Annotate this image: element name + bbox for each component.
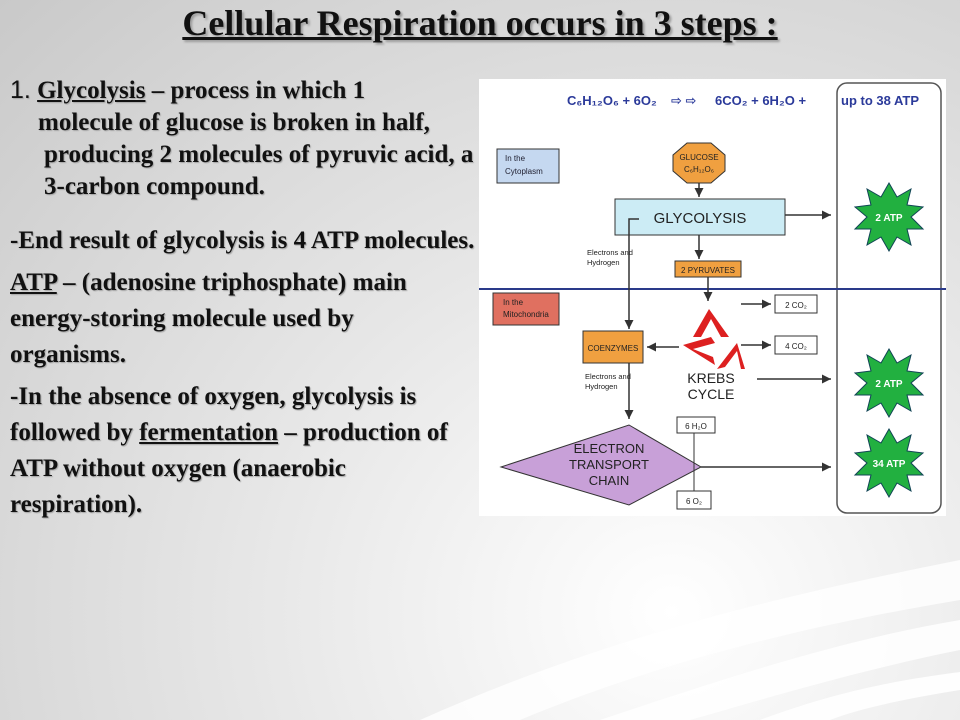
co2-label-a: 2 CO₂ (785, 301, 807, 310)
mitochondria-label-2: Mitochondria (503, 310, 549, 319)
absence-lead: -In the absence of oxygen, glycolysis is… (10, 383, 417, 446)
slide-title: Cellular Respiration occurs in 3 steps : (182, 3, 778, 43)
electrons-hydrogen-1b: Hydrogen (587, 258, 620, 267)
glucose-label: GLUCOSE (679, 153, 718, 162)
co2-label-b: 4 CO₂ (785, 342, 807, 351)
mitochondria-label-box (492, 292, 560, 326)
co2-box-a (774, 294, 818, 314)
cytoplasm-label-2: Cytoplasm (505, 167, 543, 176)
atp-definition: – (adenosine triphosphate) main energy-s… (10, 269, 407, 368)
co2-box-b (774, 335, 818, 355)
atp-column-box (836, 82, 942, 514)
glycolysis-box (614, 198, 786, 236)
glycolysis-term: Glycolysis (37, 77, 146, 104)
coenzymes-label: COENZYMES (588, 344, 639, 353)
respiration-diagram: C₆H₁₂O₆ + 6O₂ ⇨ ⇨ 6CO₂ + 6H₂O + up to 38… (479, 79, 946, 516)
atp-paragraph: ATP – (adenosine triphosphate) main ener… (10, 265, 475, 373)
h2o-box (676, 416, 716, 434)
atp-burst-2 (853, 347, 925, 419)
glycolysis-label: GLYCOLYSIS (654, 210, 747, 227)
o2-label: 6 O₂ (686, 497, 702, 506)
equation-right: 6CO₂ + 6H₂O + (715, 93, 806, 108)
fermentation-definition: – production of ATP without oxygen (anae… (10, 419, 448, 518)
glycolysis-body: molecule of glucose is broken in half, p… (38, 109, 474, 200)
equation-atp: up to 38 ATP (841, 93, 919, 108)
recycle-icon (683, 309, 745, 369)
atp-2-label: 2 ATP (875, 379, 903, 390)
electrons-hydrogen-2b: Hydrogen (585, 382, 618, 391)
etc-label-3: CHAIN (589, 473, 629, 488)
glycolysis-paragraph: 1. Glycolysis – process in which 1 molec… (10, 74, 475, 203)
cytoplasm-label-1: In the (505, 154, 526, 163)
electrons-hydrogen-1a: Electrons and (587, 248, 633, 257)
coenzymes-box (582, 330, 644, 364)
krebs-label-2: CYCLE (688, 386, 735, 402)
electrons-hydrogen-2a: Electrons and (585, 372, 631, 381)
text-column: 1. Glycolysis – process in which 1 molec… (10, 74, 475, 523)
glucose-shape (672, 142, 726, 184)
atp-burst-3 (853, 427, 925, 499)
equation-arrows: ⇨ ⇨ (671, 93, 697, 108)
mitochondria-label-1: In the (503, 298, 524, 307)
glucose-formula: C₆H₁₂O₆ (684, 165, 714, 174)
etc-label-2: TRANSPORT (569, 457, 649, 472)
cytoplasm-label-box (496, 148, 560, 184)
end-result-paragraph: -End result of glycolysis is 4 ATP molec… (10, 227, 475, 254)
atp-3-label: 34 ATP (873, 459, 906, 470)
atp-term: ATP (10, 269, 57, 296)
arrow-electrons-coenzymes-1 (624, 218, 639, 329)
h2o-label: 6 H₂O (685, 422, 707, 431)
step-number: 1. (10, 76, 31, 104)
atp-1-label: 2 ATP (875, 213, 903, 224)
pyruvates-label: 2 PYRUVATES (681, 266, 735, 275)
krebs-label-1: KREBS (687, 370, 734, 386)
glycolysis-lead: – process in which 1 (145, 77, 366, 104)
diagram-svg: C₆H₁₂O₆ + 6O₂ ⇨ ⇨ 6CO₂ + 6H₂O + up to 38… (479, 82, 946, 514)
atp-burst-1 (853, 181, 925, 253)
equation-left: C₆H₁₂O₆ + 6O₂ (567, 93, 657, 108)
absence-paragraph: -In the absence of oxygen, glycolysis is… (10, 379, 475, 523)
etc-label-1: ELECTRON (574, 441, 645, 456)
fermentation-term: fermentation (139, 419, 279, 446)
